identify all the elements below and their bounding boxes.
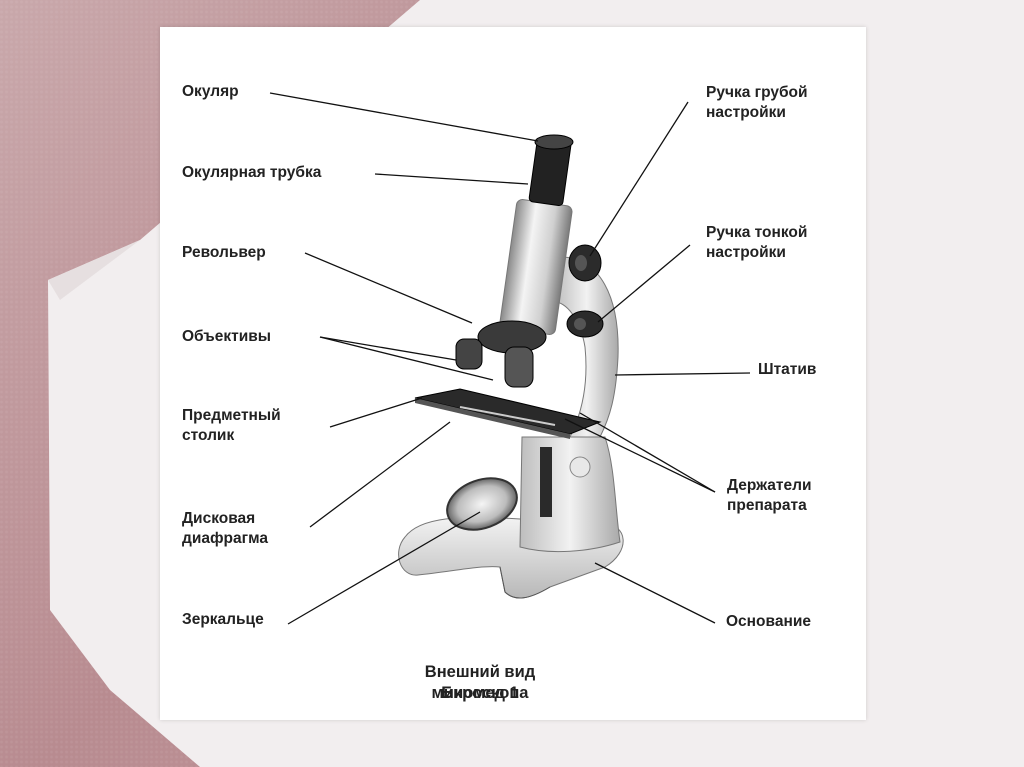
label-revolver: Револьвер (182, 243, 266, 263)
stand-shape (555, 257, 618, 437)
body-tube-shape (499, 199, 573, 336)
label-objectives: Объективы (182, 327, 271, 347)
label-stage: Предметный столик (182, 406, 281, 446)
arm-logo (570, 457, 590, 477)
label-coarse-knob: Ручка грубой настройки (706, 83, 808, 123)
label-stand: Штатив (758, 360, 816, 380)
label-base: Основание (726, 612, 811, 632)
objective-2 (505, 347, 533, 387)
label-disc-diaphragm: Дисковая диафрагма (182, 509, 268, 549)
diagram-card: Окуляр Окулярная трубка Револьвер Объект… (160, 27, 866, 720)
label-mirror: Зеркальце (182, 610, 264, 630)
label-eyepiece-tube: Окулярная трубка (182, 163, 321, 183)
caption-line-2: Биомед 1 (380, 683, 580, 704)
arm-shape (520, 437, 620, 552)
label-slide-holders: Держатели препарата (727, 476, 812, 516)
label-fine-knob: Ручка тонкой настройки (706, 223, 807, 263)
label-eyepiece: Окуляр (182, 82, 239, 102)
objective-1 (456, 339, 482, 369)
